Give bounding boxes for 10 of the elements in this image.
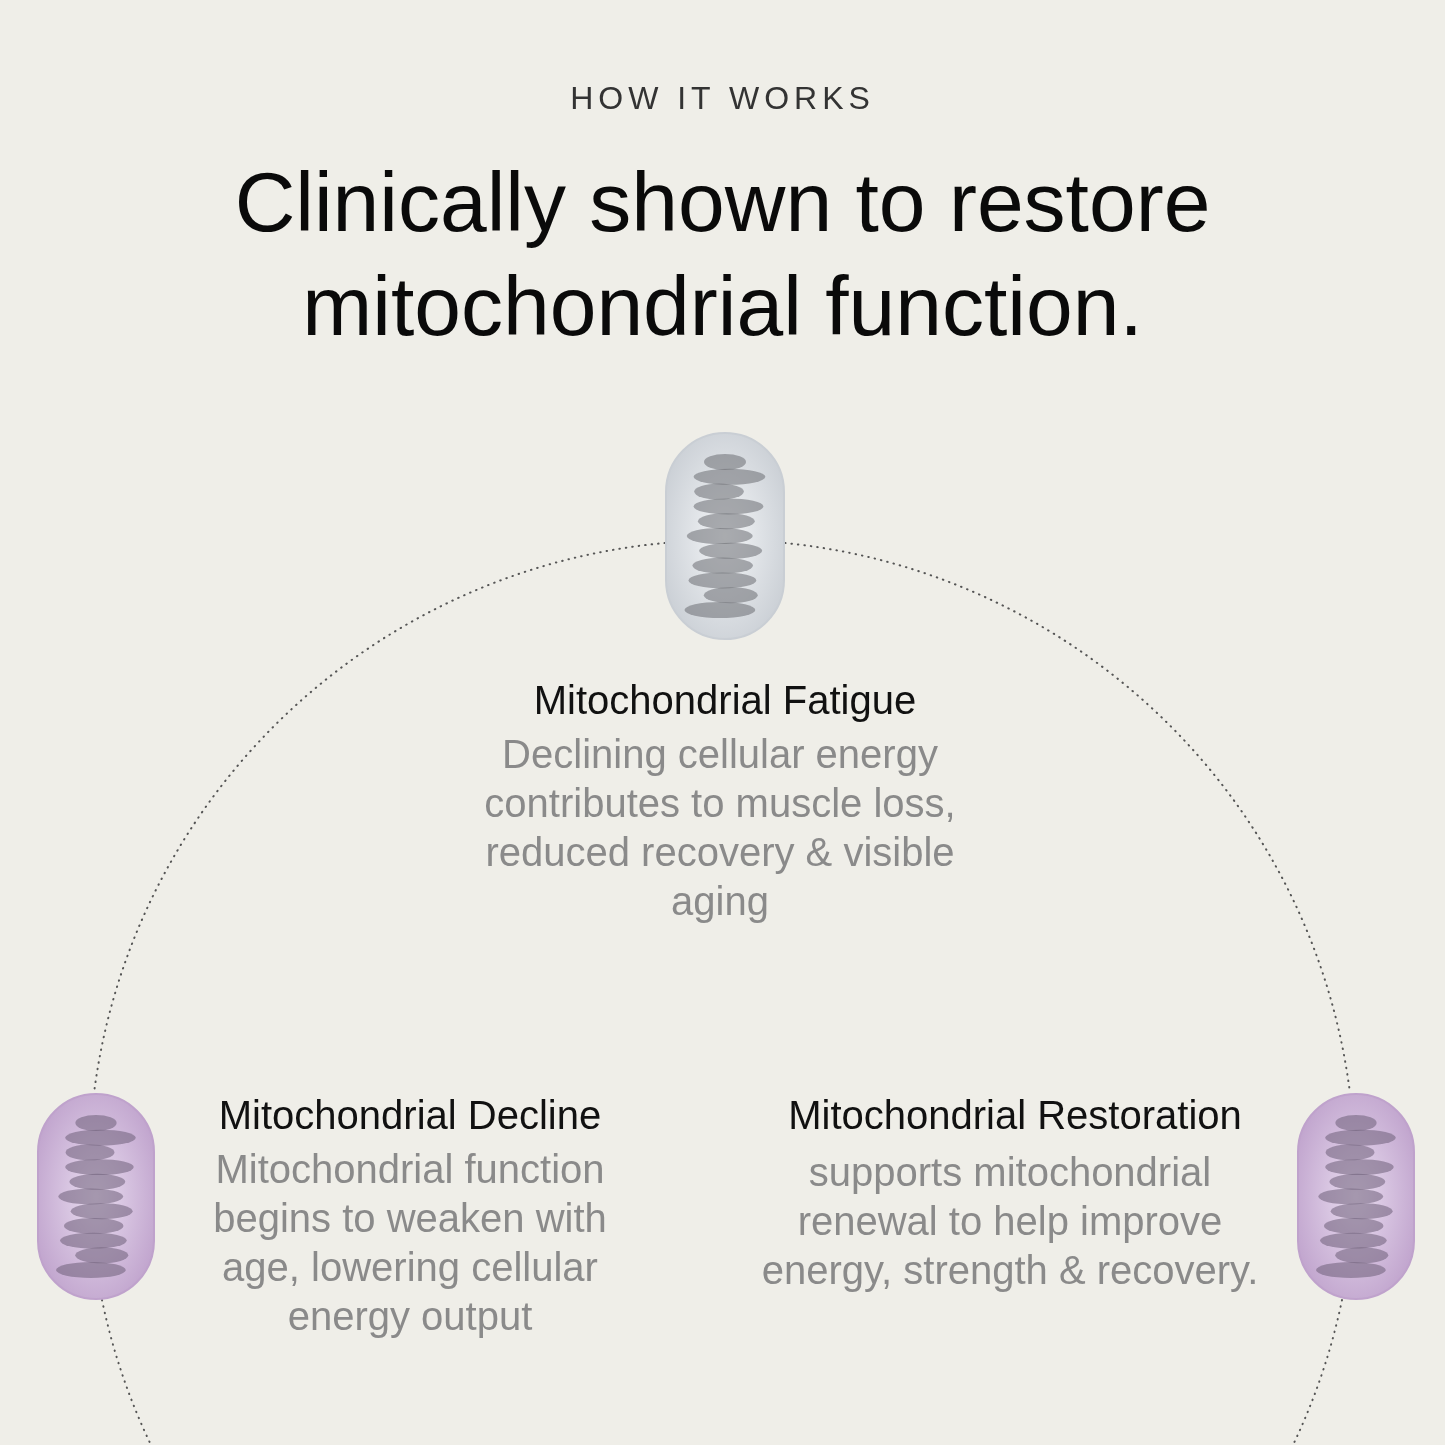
stage-heading: Mitochondrial Restoration [787, 1092, 1243, 1139]
stage-description: supports mitochondrial renewal to help improve energy, strength & recovery. [760, 1149, 1260, 1294]
headline: Clinically shown to restore mitochondrial function. [233, 154, 1212, 355]
dotted-arc-connector [101, 1299, 152, 1445]
dotted-arc-connector [1292, 1299, 1343, 1445]
section-kicker: HOW IT WORKS [570, 80, 875, 117]
stage-description: Mitochondrial function begins to weaken with age, lowering cellular energy output [212, 1146, 608, 1340]
stage-description: Declining cellular energy contributes to muscle loss, reduced recovery & visible aging [483, 731, 957, 925]
stage-heading: Mitochondrial Decline [217, 1092, 603, 1139]
stage-heading: Mitochondrial Fatigue [532, 677, 918, 724]
